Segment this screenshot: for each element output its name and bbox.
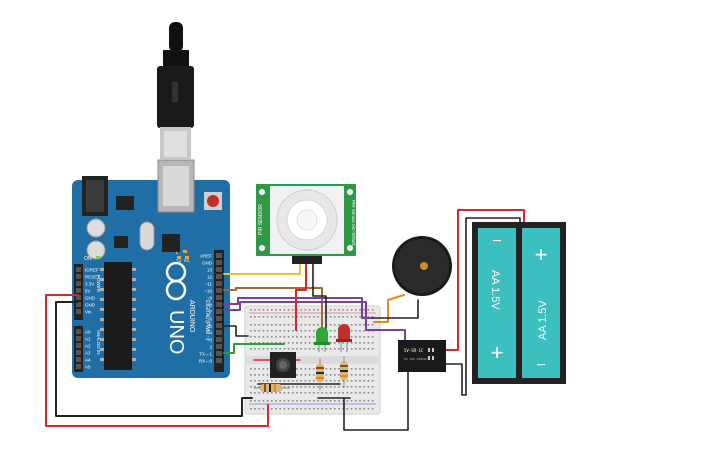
battery-cell-2-top-sign: + — [535, 242, 548, 267]
led-tx-label: TX — [176, 258, 181, 263]
analog-pin-label: A5 — [85, 365, 91, 370]
wire-red-pir — [295, 261, 307, 331]
resistor-1 — [316, 358, 324, 390]
wire-red-battery — [439, 209, 525, 351]
digital-pin-label: 8 — [209, 303, 212, 308]
battery-cell-2-label: AA 1.5V — [537, 300, 549, 340]
analog-pin-label: A1 — [85, 337, 91, 342]
arduino-subtitle: ARDUINO — [188, 300, 195, 333]
power-pin-label: 3.3V — [85, 282, 94, 287]
wire-orange-buzzer — [373, 294, 405, 323]
arduino-logo-icon — [165, 261, 187, 301]
battery-pack: − + + − AA 1.5V AA 1.5V — [472, 222, 566, 384]
power-pin-label: GND — [85, 303, 96, 308]
relay: 5V-SR-1C 5V 10A 250VAC — [398, 340, 446, 372]
wire-green-button — [223, 343, 285, 354]
digital-pin-label: ~3 — [207, 338, 213, 343]
digital-header-label: DIGITAL (PWM ~) — [204, 300, 210, 340]
arduino-brand: UNO — [165, 310, 187, 354]
led-rx-label: RX — [184, 258, 190, 263]
wire-purple-1 — [223, 297, 373, 319]
analog-pin-label: A0 — [85, 330, 91, 335]
digital-pin-label: 12 — [207, 275, 213, 280]
wire-red-5v — [45, 294, 269, 427]
wire-yellow-pir — [223, 261, 301, 275]
battery-cell-1-top-sign: − — [492, 233, 501, 250]
power-pin-label: IOREF — [85, 268, 99, 273]
digital-pin-label: GND — [202, 261, 213, 266]
on-label: ON — [84, 256, 92, 262]
led-red — [336, 324, 352, 352]
wire-black-pin — [223, 325, 249, 337]
power-header-label: POWER — [96, 275, 101, 293]
digital-pin-label: RX←0 — [199, 359, 213, 364]
arduino-uno-board: ARDUINO UNO L TX RX ON AREF GND 13 12 ~11 ~10… — [72, 159, 230, 378]
power-pin-label: RESET — [85, 275, 100, 280]
led-l-label: L — [176, 250, 179, 255]
digital-pin-label: ~11 — [205, 282, 213, 287]
digital-pin-label: TX→1 — [199, 352, 212, 357]
digital-pin-label: AREF — [200, 254, 212, 259]
analog-header-label: ANALOG IN — [96, 330, 101, 355]
wire-black-pir — [312, 261, 327, 331]
power-pin-label: Vin — [85, 310, 92, 315]
battery-cell-1-label: AA 1.5V — [489, 270, 501, 310]
resistor-2 — [340, 356, 348, 388]
power-pin-label: GND — [85, 296, 96, 301]
digital-pin-label: 2 — [209, 345, 212, 350]
wire-purple-2 — [223, 301, 406, 349]
digital-pin-label: 4 — [209, 331, 212, 336]
battery-cell-2-bottom-sign: − — [536, 357, 545, 374]
analog-pin-label: A3 — [85, 351, 91, 356]
relay-sublabel: 5V 10A 250VAC — [404, 357, 428, 361]
battery-cell-1-bottom-sign: + — [491, 340, 504, 365]
digital-pin-label: ~9 — [207, 296, 213, 301]
resistor-3 — [254, 384, 290, 392]
digital-pin-label: 13 — [207, 268, 213, 273]
usb-cable — [157, 22, 194, 159]
analog-header — [74, 326, 83, 372]
wire-black-relay — [343, 369, 409, 431]
wire-black-battery — [439, 217, 521, 396]
wire-black-buzzer — [371, 299, 419, 319]
relay-label: 5V-SR-1C — [404, 348, 424, 353]
pir-left-text: PIR SENSOR — [258, 204, 264, 235]
wire-black-gnd — [55, 301, 253, 417]
digital-pin-label: ~10 — [204, 289, 212, 294]
analog-pin-label: A2 — [85, 344, 91, 349]
buzzer — [392, 236, 452, 296]
digital-pin-label: 7 — [209, 310, 212, 315]
pir-right-text: PIR Sensor HC-SR501 — [351, 200, 356, 247]
led-green — [314, 327, 330, 352]
push-button — [270, 352, 296, 378]
digital-pin-label: ~6 — [207, 317, 213, 322]
power-pin-label: 5V — [85, 289, 91, 294]
analog-pin-label: A4 — [85, 358, 91, 363]
digital-pin-label: ~5 — [207, 324, 213, 329]
pir-sensor: PIR SENSOR PIR Sensor HC-SR501 — [256, 184, 356, 264]
